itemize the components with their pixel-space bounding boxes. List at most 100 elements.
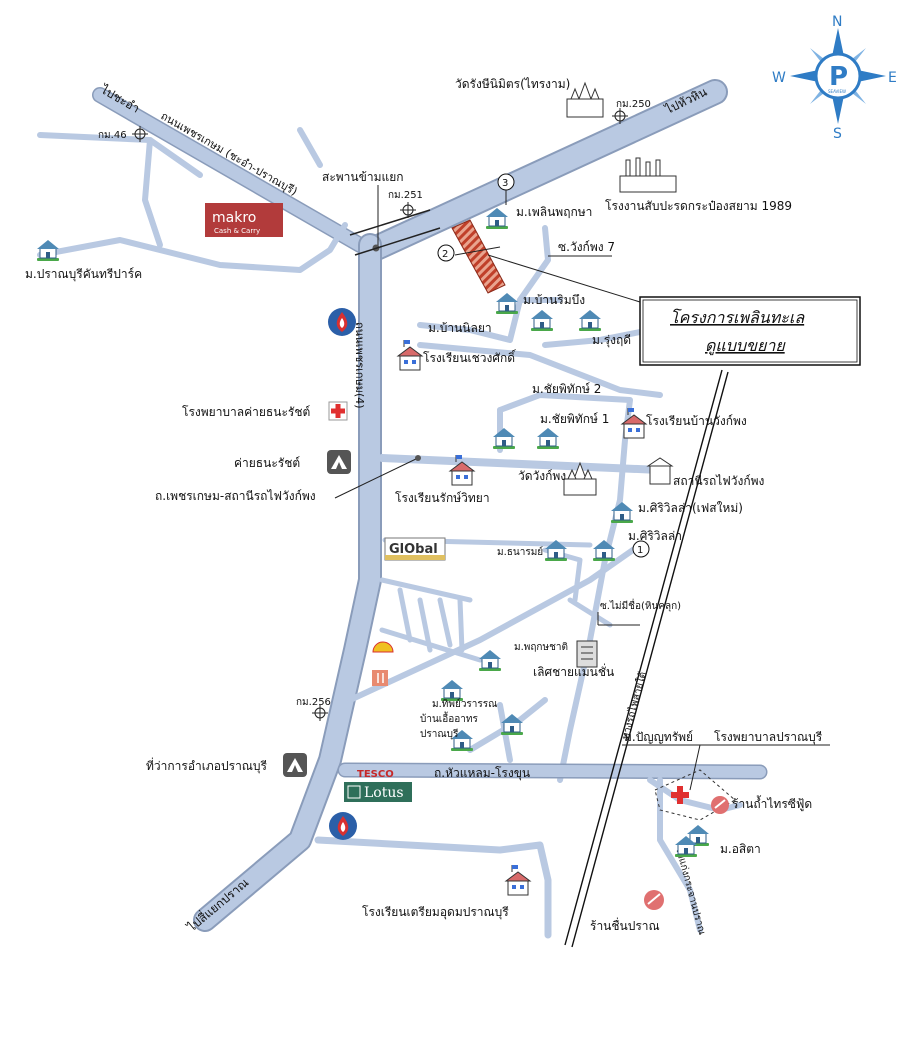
compass-s: S xyxy=(833,126,842,142)
marker-1: 1 xyxy=(632,540,650,558)
camp-label: ค่ายธนะรัชต์ xyxy=(234,456,300,470)
global-store[interactable]: GlObal xyxy=(384,537,446,561)
marker-2: 2 xyxy=(437,244,455,262)
temple-icon xyxy=(566,81,604,118)
lotus-label: Lotus xyxy=(364,785,404,801)
house-icon xyxy=(441,680,463,701)
km-marker-46: กม.46 xyxy=(98,126,148,142)
hospital-cross-icon xyxy=(671,786,689,804)
house-icon xyxy=(496,293,518,314)
shell-icon xyxy=(372,641,394,653)
logo-letter: P xyxy=(829,62,848,92)
km-marker-250: กม.250 xyxy=(612,99,651,124)
shop-icon xyxy=(644,890,664,910)
amphoe-label: ที่ว่าการอำเภอปราณบุรี xyxy=(146,757,268,774)
house-icon xyxy=(501,714,523,735)
overpass: สะพานข้ามแยก xyxy=(322,170,441,256)
station-label: สถานีรถไฟวังก์พง xyxy=(673,474,764,488)
km-46-label: กม.46 xyxy=(98,130,127,141)
wat-wangphong-label: วัดวังก์พง xyxy=(518,469,566,483)
global-label: GlObal xyxy=(389,542,438,557)
ploen-pruksa-label: ม.เพลินพฤกษา xyxy=(516,205,592,219)
chuangsak-label: โรงเรียนเชวงศักดิ์ xyxy=(423,349,517,365)
roads-layer xyxy=(37,79,768,939)
wat-rangsi-label: วัดรังษีนิมิตร(ไทรงาม) xyxy=(455,77,570,91)
camp-tent-icon xyxy=(327,450,351,474)
house-icon xyxy=(579,310,601,331)
soi-unnamed-label: ซ.ไม่มีชื่อ(หินคลุก) xyxy=(600,598,681,612)
gas-station-icon xyxy=(329,812,357,840)
compass-n: N xyxy=(832,14,842,30)
km-256-label: กม.256 xyxy=(296,697,331,708)
house-icon xyxy=(545,540,567,561)
sirivilla-new-label: ม.ศิริวิลล่า(เฟสใหม่) xyxy=(638,501,743,515)
chaiphithak2-label: ม.ชัยพิทักษ์ 2 xyxy=(532,382,601,396)
road-label-main-vertical: ถนนเพชรเกษม(4) xyxy=(353,322,366,409)
house-icon xyxy=(675,836,697,857)
compass-rose-icon: P SEAVIEW N S W E xyxy=(772,14,897,142)
school-wangphong-label: โรงเรียนบ้านวังก์พง xyxy=(646,414,747,428)
tanarom-label: ม.ธนารมย์ xyxy=(497,546,543,558)
house-icon xyxy=(537,428,559,449)
restaurant-icon xyxy=(372,670,388,686)
km-251-label: กม.251 xyxy=(388,190,423,201)
camp-tent-icon xyxy=(283,753,307,777)
school-icon xyxy=(504,865,532,896)
seafood-label: ร้านถ้ำไทรซีฟู้ด xyxy=(732,795,812,812)
marker-3-label: 3 xyxy=(502,178,508,189)
marker-2-label: 2 xyxy=(442,249,448,260)
hospital-pranburi-label: โรงพยาบาลปราณบุรี xyxy=(714,730,823,745)
project-plot xyxy=(451,219,641,303)
road-label-to-pranburi-road: ไปแก่งกระจานปราณ xyxy=(673,845,708,936)
school-icon xyxy=(620,408,648,439)
niraya-label: ม.บ้านนิลยา xyxy=(428,321,492,335)
country-park-label: ม.ปราณบุรีคันทรีปาร์ค xyxy=(25,267,142,282)
house-icon xyxy=(37,240,59,261)
makro-store[interactable]: makro Cash & Carry xyxy=(205,203,283,237)
temple-icon xyxy=(563,461,597,496)
project-subtitle: ดูแบบขยาย xyxy=(705,336,786,356)
asita-label: ม.อสิตา xyxy=(720,842,761,856)
station-road-label: ถ.เพชรเกษม-สถานีรถไฟวังก์พง xyxy=(155,489,316,503)
rakwittaya-label: โรงเรียนรักษ์วิทยา xyxy=(395,491,490,505)
cannery-label: โรงงานสับปะรดกระป๋องสยาม 1989 xyxy=(605,199,792,213)
house-icon xyxy=(611,502,633,523)
rimbueng-label: ม.บ้านริมบึง xyxy=(523,293,585,307)
house-icon xyxy=(493,428,515,449)
compass-w: W xyxy=(772,70,786,86)
phruksachat-label: ม.พฤกษชาติ xyxy=(514,642,568,653)
pranburi-small-label: ปราณบุรี xyxy=(420,728,459,740)
tesco-lotus-store[interactable]: TESCO Lotus xyxy=(344,769,412,802)
road-label-huahlaem: ถ.หัวแหลม-โรงขุน xyxy=(434,766,530,781)
sirivilla-label: ม.ศิริวิลล่า xyxy=(628,529,682,543)
house-icon xyxy=(479,650,501,671)
project-title: โครงการเพลินทะเล xyxy=(670,308,805,327)
school-icon xyxy=(396,340,424,371)
houses-layer xyxy=(37,208,709,857)
panyasap-label: ม.ปัญญทรัพย์ xyxy=(624,730,693,744)
soi-wangphong7-label: ซ.วังก์พง 7 xyxy=(558,240,615,254)
ua-arthorn-label: บ้านเอื้ออาทร xyxy=(420,711,478,725)
rungruedee-label: ม.รุ่งฤดี xyxy=(592,333,631,348)
schools-layer xyxy=(396,340,648,896)
chaiphithak1-label: ม.ชัยพิทักษ์ 1 xyxy=(540,412,609,426)
km-marker-256: กม.256 xyxy=(296,697,331,721)
km-250-label: กม.250 xyxy=(616,99,651,110)
gas-station-icon xyxy=(328,308,356,336)
house-icon xyxy=(593,540,615,561)
house-icon xyxy=(486,208,508,229)
house-icon xyxy=(531,310,553,331)
road-label-petchkasem: ถนนเพชรเกษม (ชะอำ-ปราณบุรี) xyxy=(159,109,300,198)
tesco-label: TESCO xyxy=(357,769,394,780)
hospital-camp-label: โรงพยาบาลค่ายธนะรัชต์ xyxy=(182,405,310,419)
shop-icon xyxy=(711,796,729,814)
factory-icon xyxy=(619,157,677,193)
km-marker-251: กม.251 xyxy=(388,190,423,218)
makro-sub: Cash & Carry xyxy=(214,227,260,235)
logo-caption: SEAVIEW xyxy=(828,89,846,94)
project-box[interactable]: โครงการเพลินทะเล ดูแบบขยาย xyxy=(639,296,861,366)
lertchai-label: เลิศชายแมนชั่น xyxy=(533,663,614,679)
makro-name: makro xyxy=(212,210,256,226)
mansion-icon xyxy=(576,640,598,668)
